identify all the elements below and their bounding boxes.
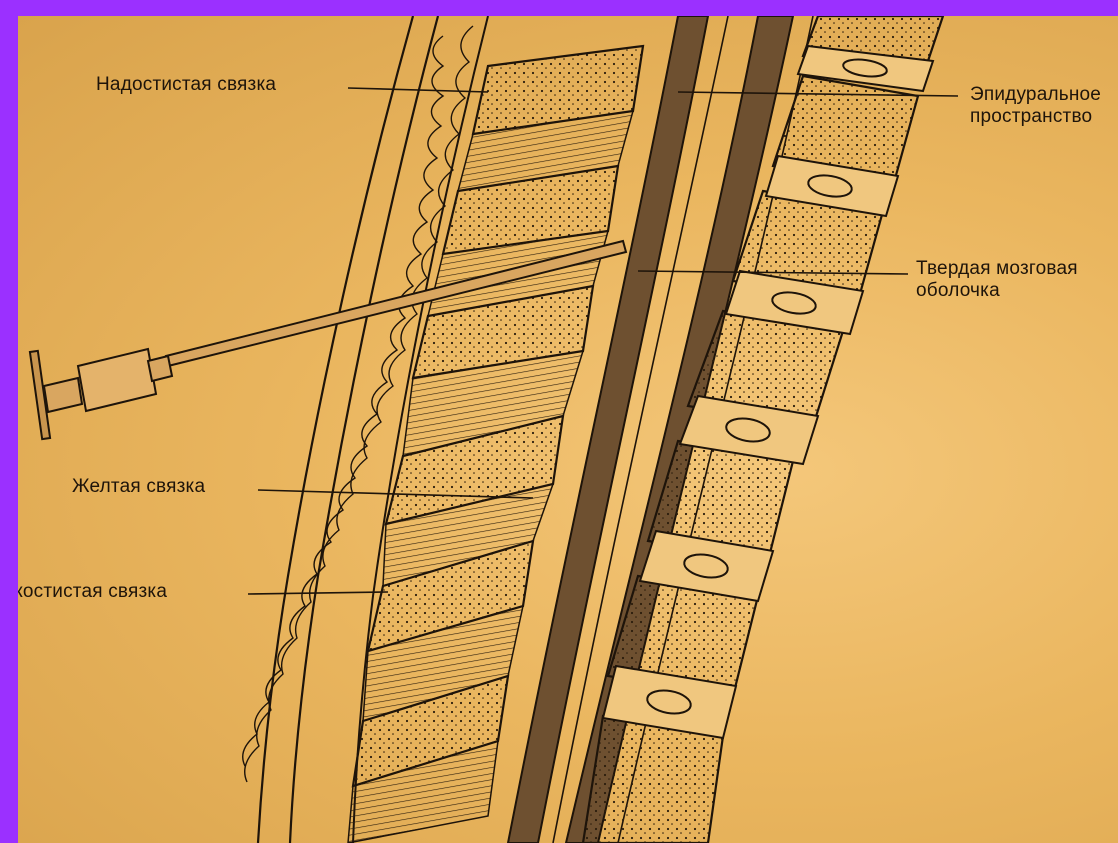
label-interspinous-ligament: жостистая связка [18, 581, 167, 603]
label-epidural-space: Эпидуральное пространство [970, 84, 1101, 128]
spine-illustration [18, 16, 1118, 843]
label-supraspinous-ligament: Надостистая связка [96, 74, 276, 96]
illustration-paper: Надостистая связка Эпидуральное простран… [18, 16, 1118, 843]
label-dura-mater: Твердая мозговая оболочка [916, 258, 1078, 302]
label-ligamentum-flavum: Желтая связка [72, 476, 205, 498]
